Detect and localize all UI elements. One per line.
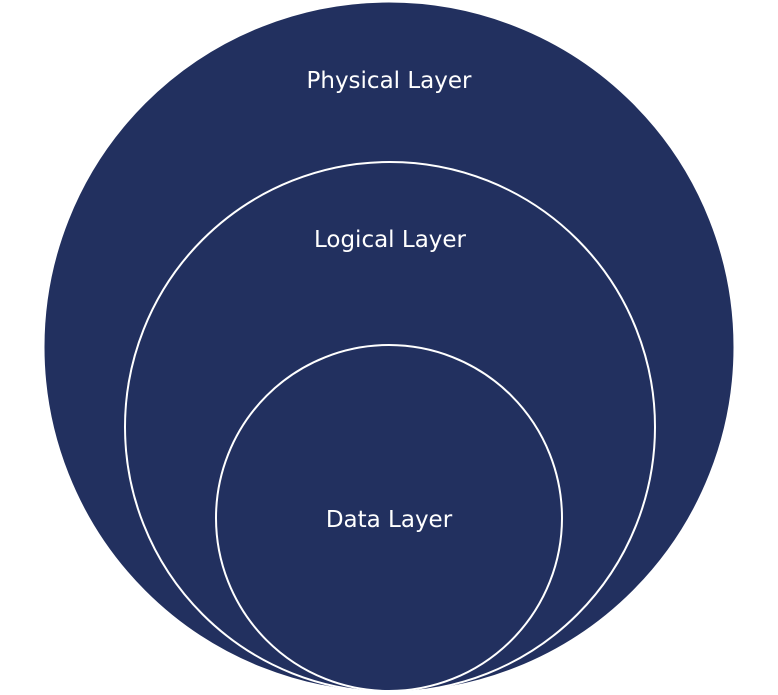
data-layer-circle	[215, 344, 563, 692]
logical-layer-label: Logical Layer	[314, 227, 467, 253]
data-layer-label: Data Layer	[326, 507, 453, 533]
physical-layer-label: Physical Layer	[307, 68, 473, 94]
